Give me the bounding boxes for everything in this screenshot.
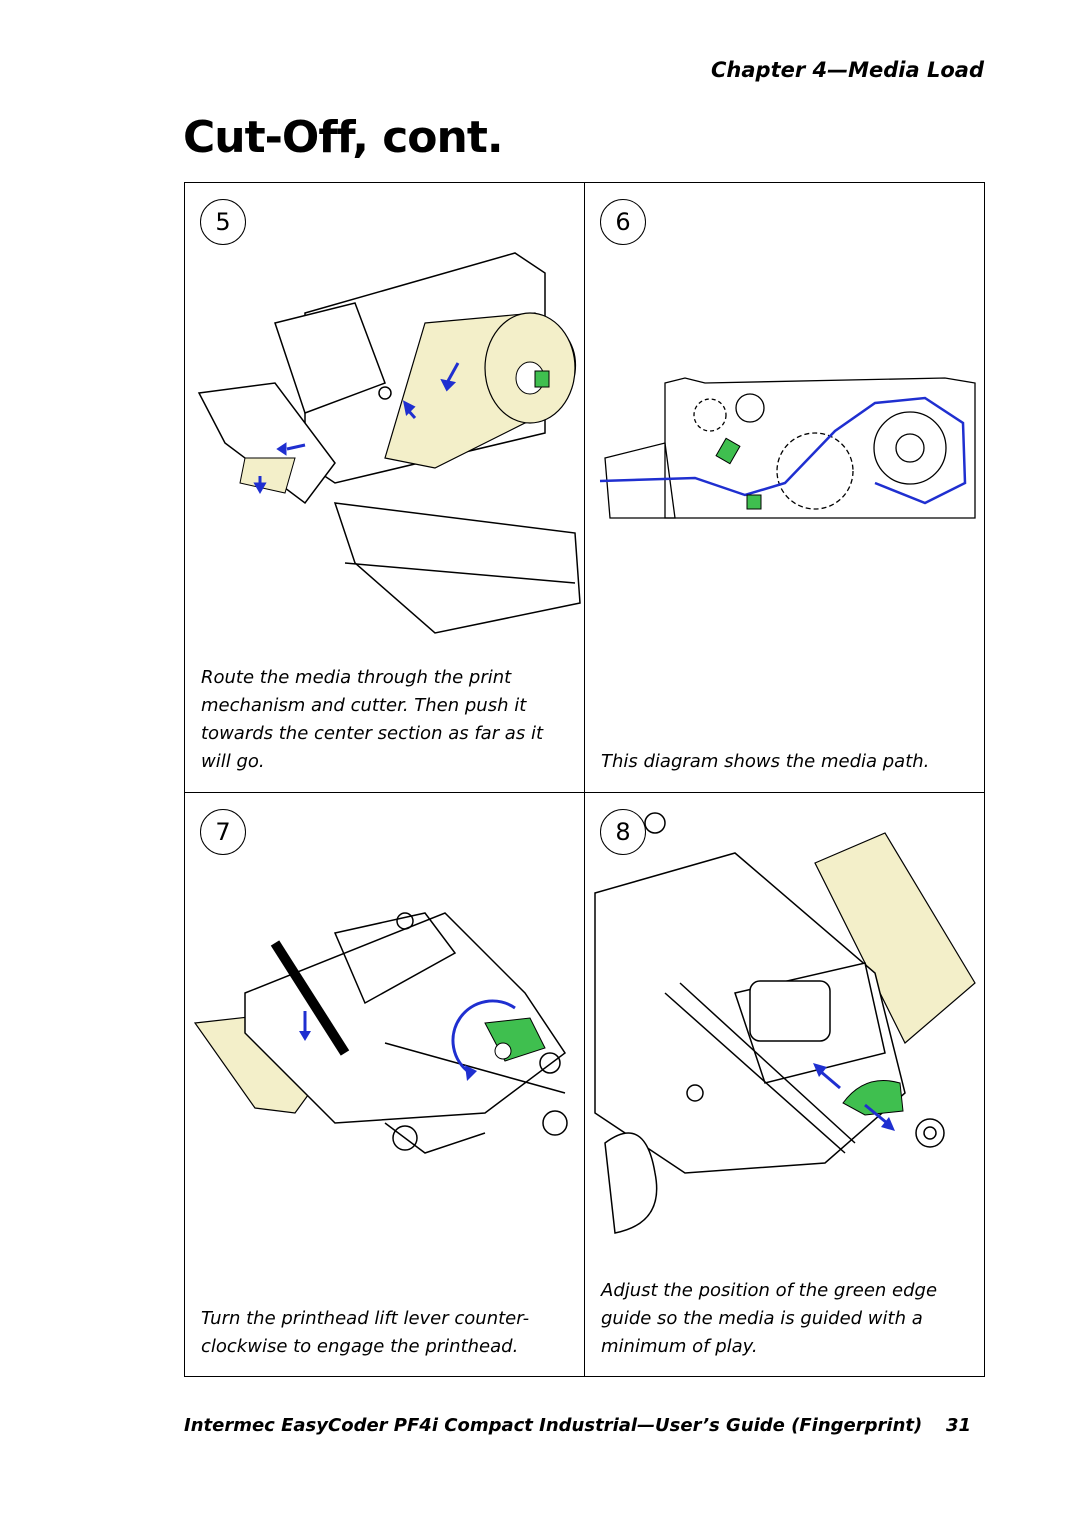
chapter-header: Chapter 4—Media Load — [711, 58, 984, 82]
step-number-7: 7 — [200, 809, 246, 855]
step-8-panel: 8 Adjust the position of the green edge … — [585, 793, 985, 1377]
step-8-caption: Adjust the position of the green edge gu… — [601, 1280, 938, 1357]
step-7-panel: 7 Turn the printhead lift lever counter-… — [185, 793, 584, 1377]
media-path-diagram — [599, 377, 976, 519]
page-title: Cut-Off, cont. — [183, 112, 504, 163]
step-6-caption: This diagram shows the media path. — [601, 751, 930, 772]
grid-divider-vertical — [584, 183, 585, 1376]
grid-divider-horizontal — [185, 792, 984, 793]
step-number-6: 6 — [600, 199, 646, 245]
step-7-caption: Turn the printhead lift lever counter-cl… — [201, 1308, 530, 1357]
step-number-8: 8 — [600, 809, 646, 855]
printhead-lift-lever-illustration — [193, 912, 568, 1154]
step-grid: 5 Route the media throug — [184, 182, 985, 1377]
footer-guide-title: Intermec EasyCoder PF4i Compact Industri… — [184, 1415, 923, 1436]
printer-media-routing-illustration — [197, 252, 581, 634]
edge-guide-adjustment-illustration — [594, 812, 976, 1234]
page-number: 31 — [945, 1415, 971, 1436]
step-number-5: 5 — [200, 199, 246, 245]
step-6-panel: 6 This diagram shows the media path. — [585, 183, 985, 792]
step-5-panel: 5 Route the media throug — [185, 183, 584, 792]
step-5-caption: Route the media through the print mechan… — [201, 667, 543, 772]
page-footer: Intermec EasyCoder PF4i Compact Industri… — [184, 1415, 985, 1436]
